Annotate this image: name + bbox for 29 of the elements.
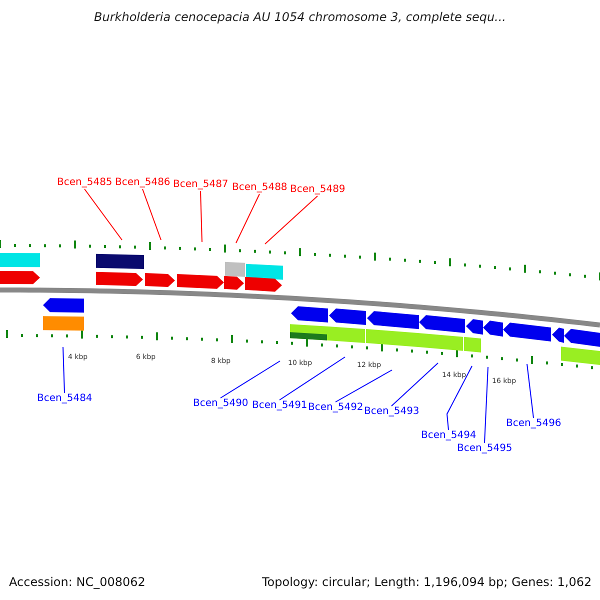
leader-line bbox=[62, 346, 65, 394]
gene-label: Bcen_5485 bbox=[57, 177, 112, 189]
gene-label: Bcen_5496 bbox=[506, 418, 562, 430]
gene-label: Bcen_5488 bbox=[232, 182, 288, 194]
leader-line bbox=[279, 356, 346, 400]
gene-label: Bcen_5487 bbox=[173, 179, 228, 191]
gene-label: Bcen_5484 bbox=[37, 393, 92, 405]
title: Burkholderia cenocepacia AU 1054 chromosome 3, complete sequ... bbox=[93, 10, 507, 24]
leader-line bbox=[142, 188, 162, 240]
gene-label: Bcen_5491 bbox=[252, 400, 308, 412]
leader-line bbox=[236, 194, 260, 244]
leader-line bbox=[84, 188, 122, 240]
leader-line bbox=[200, 190, 202, 242]
leader-line bbox=[526, 364, 534, 418]
genome-summary-text: Topology: circular; Length: 1,196,094 bp; Genes: 1,062 bbox=[262, 575, 592, 589]
gene-label: Bcen_5486 bbox=[115, 177, 170, 189]
gene-label: Bcen_5489 bbox=[290, 184, 346, 196]
leader-line bbox=[391, 362, 438, 406]
gene-label: Bcen_5490 bbox=[193, 398, 248, 410]
gene-label: Bcen_5495 bbox=[457, 443, 512, 455]
leader-line bbox=[446, 366, 472, 430]
leader-line bbox=[335, 370, 392, 402]
gene-label: Bcen_5493 bbox=[364, 406, 420, 418]
leader-line bbox=[220, 360, 280, 398]
accession-text: Accession: NC_008062 bbox=[9, 575, 146, 589]
gene-label: Bcen_5494 bbox=[421, 430, 476, 442]
leader-line bbox=[484, 366, 488, 444]
leader-line bbox=[264, 196, 318, 244]
gene-label: Bcen_5492 bbox=[308, 402, 364, 414]
